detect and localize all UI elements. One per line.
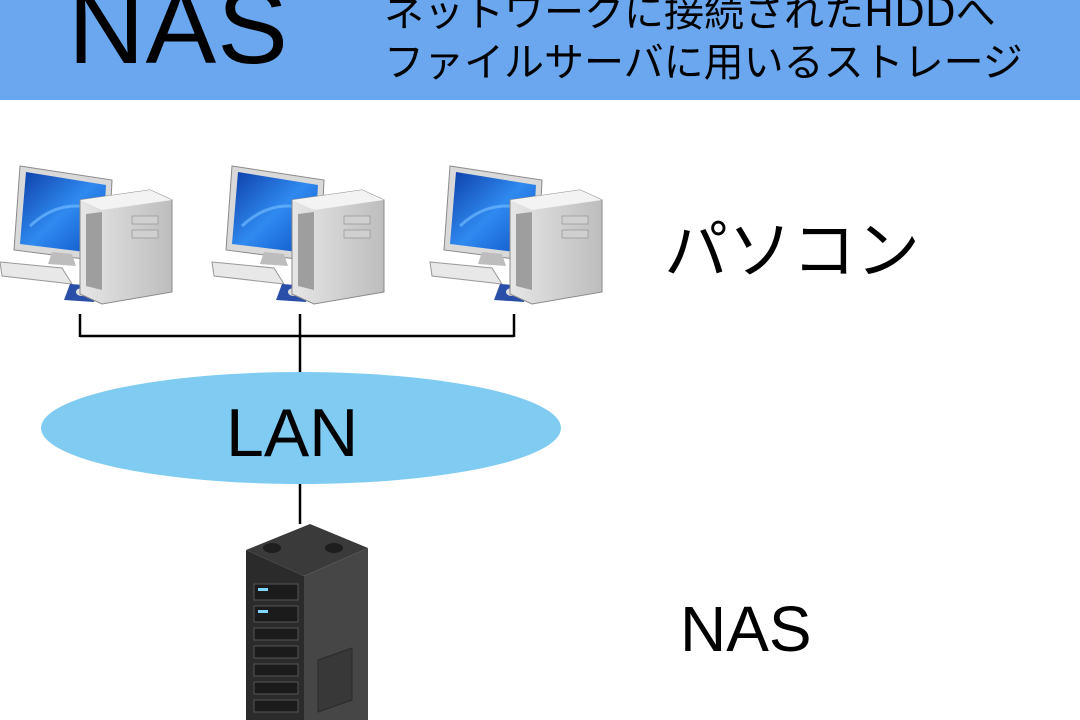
server-tower-icon bbox=[246, 524, 368, 720]
lan-label: LAN bbox=[226, 395, 359, 471]
nas-label: NAS bbox=[680, 593, 812, 665]
description-line-2: ファイルサーバに用いるストレージ bbox=[384, 40, 1023, 86]
lan-cloud bbox=[41, 372, 561, 484]
description: ネットワークに接続されたHDDへ ファイルサーバに用いるストレージ bbox=[384, 0, 1023, 88]
desktop-computer-icon bbox=[428, 164, 604, 306]
computers-label: パソコン bbox=[664, 215, 920, 289]
description-line-1: ネットワークに接続されたHDDへ bbox=[384, 0, 996, 36]
desktop-computer-icon bbox=[0, 164, 174, 306]
desktop-computer-icon bbox=[210, 164, 386, 306]
page-title: NAS bbox=[68, 0, 289, 86]
header-banner: NAS ネットワークに接続されたHDDへ ファイルサーバに用いるストレージ bbox=[0, 0, 1080, 100]
